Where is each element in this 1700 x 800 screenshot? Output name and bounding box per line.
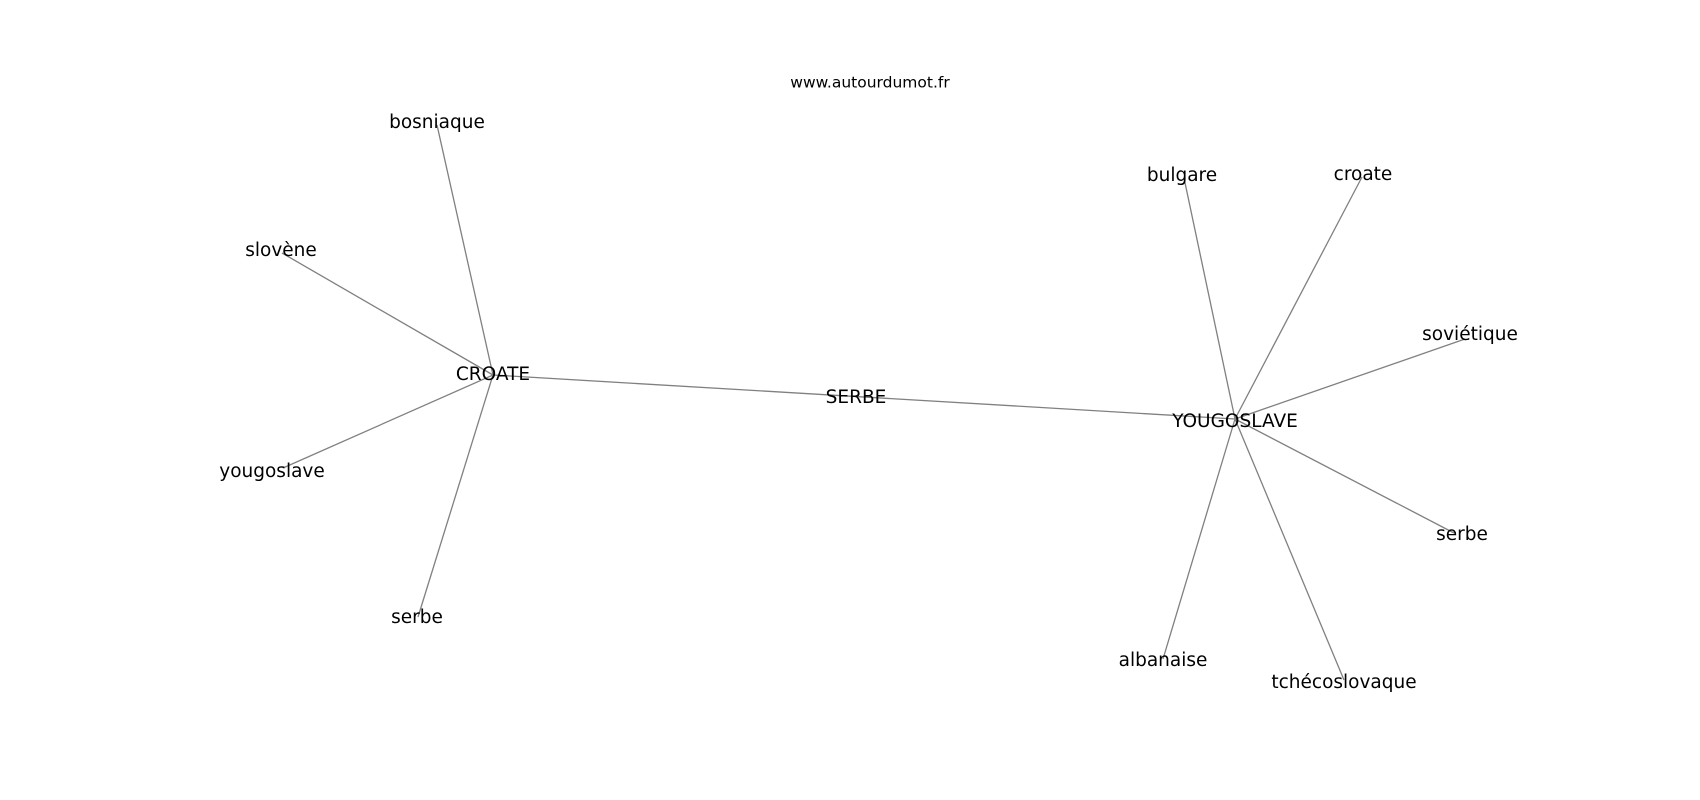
edge-yougoslave_hub-serbe_leaf_right: [1234, 418, 1455, 534]
node-serbe-center[interactable]: SERBE: [826, 387, 887, 408]
edge-croate_hub-serbe_leaf_left: [417, 374, 494, 618]
node-croate-hub[interactable]: CROATE: [456, 364, 530, 385]
node-yougoslave-hub[interactable]: YOUGOSLAVE: [1171, 411, 1298, 432]
edge-yougoslave_hub-croate_leaf: [1234, 176, 1363, 420]
node-yougoslave-leaf[interactable]: yougoslave: [219, 461, 325, 482]
edge-croate_hub-bosniaque: [436, 124, 494, 376]
edge-croate_hub-yougoslave_leaf: [282, 374, 494, 469]
source-watermark: www.autourdumot.fr: [790, 74, 950, 92]
node-serbe-leaf-right[interactable]: serbe: [1436, 524, 1488, 545]
node-serbe-leaf-left[interactable]: serbe: [391, 607, 443, 628]
edge-croate_hub-slovene: [281, 252, 494, 376]
node-bulgare[interactable]: bulgare: [1147, 165, 1217, 186]
node-bosniaque[interactable]: bosniaque: [389, 112, 485, 133]
node-albanaise[interactable]: albanaise: [1119, 650, 1208, 671]
edge-yougoslave_hub-bulgare: [1183, 177, 1236, 420]
edge-yougoslave_hub-tchecoslovaque: [1234, 418, 1345, 681]
graph-nodes: SERBE CROATE YOUGOSLAVE bosniaque slovène you…: [219, 112, 1518, 693]
node-croate-leaf[interactable]: croate: [1334, 164, 1393, 185]
node-tchecoslovaque[interactable]: tchécoslovaque: [1271, 672, 1416, 693]
node-sovietique[interactable]: soviétique: [1422, 324, 1518, 345]
graph-edges: [281, 124, 1466, 681]
edge-croate_hub-yougoslave_hub: [492, 374, 1236, 420]
edge-yougoslave_hub-albanaise: [1162, 418, 1236, 660]
node-slovene[interactable]: slovène: [245, 240, 317, 261]
edge-yougoslave_hub-sovietique: [1234, 338, 1466, 420]
